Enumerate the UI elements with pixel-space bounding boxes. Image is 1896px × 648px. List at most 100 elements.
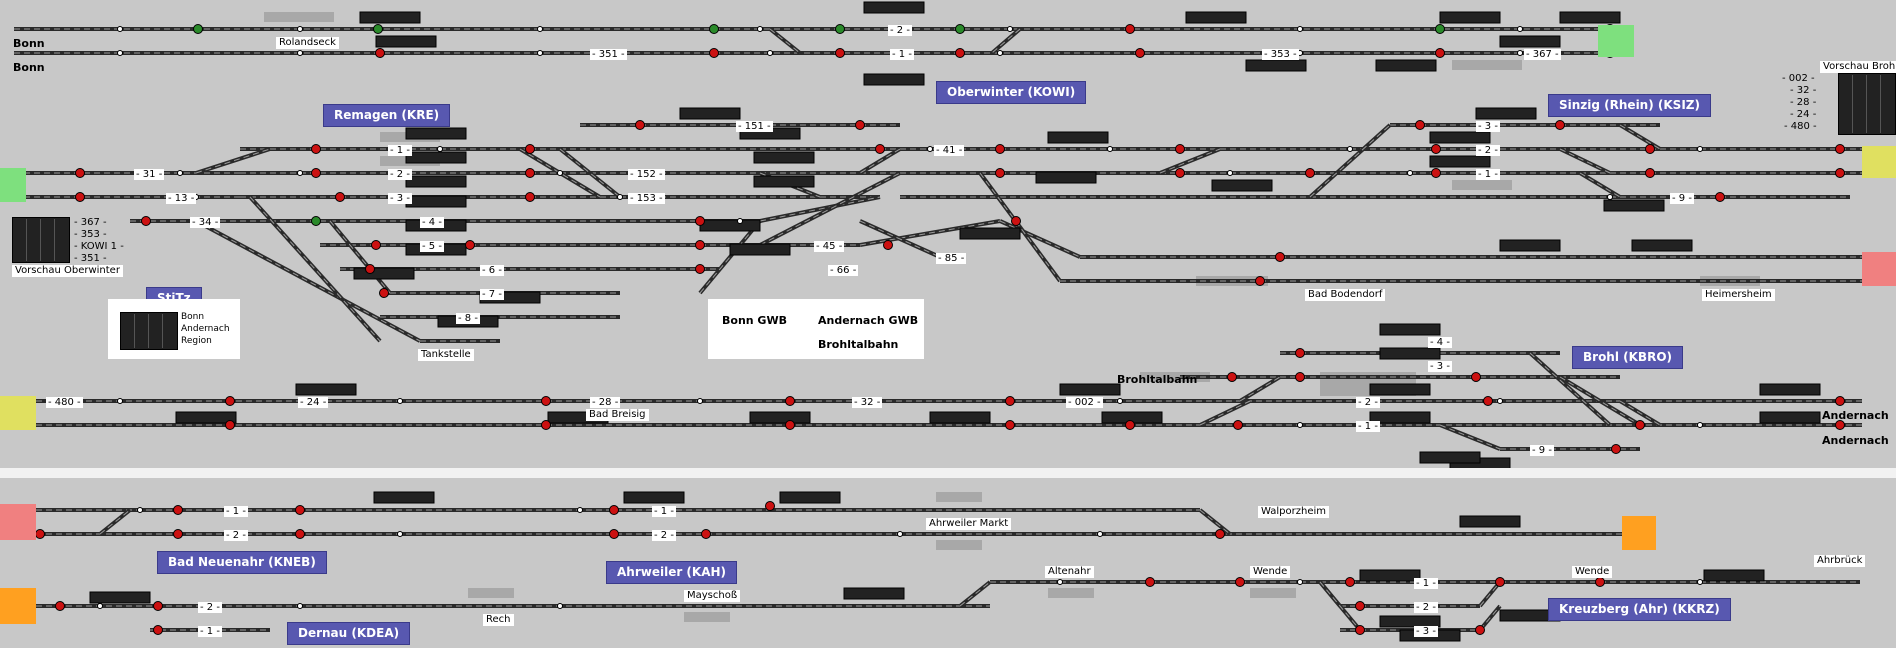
line-end-heimersheim[interactable] [1862,252,1896,286]
switch-point-icon[interactable] [117,398,123,404]
switch-point-icon[interactable] [1297,26,1303,32]
station-dernau[interactable]: Dernau (KDEA) [287,622,411,645]
signal-icon[interactable] [1135,48,1145,58]
switch-point-icon[interactable] [1097,531,1103,537]
signal-icon[interactable] [695,240,705,250]
signal-icon[interactable] [541,420,551,430]
signal-icon[interactable] [1355,625,1365,635]
signal-icon[interactable] [695,264,705,274]
line-end-dernau-west[interactable] [0,588,36,624]
signal-icon[interactable] [225,396,235,406]
switch-point-icon[interactable] [557,170,563,176]
signal-icon[interactable] [883,240,893,250]
signal-icon[interactable] [1275,252,1285,262]
station-oberwinter[interactable]: Oberwinter (KOWI) [936,81,1087,104]
signal-icon[interactable] [311,216,321,226]
line-end-sinzig-east[interactable] [1862,146,1896,178]
signal-icon[interactable] [1483,396,1493,406]
signal-icon[interactable] [311,144,321,154]
station-sinzig[interactable]: Sinzig (Rhein) (KSIZ) [1548,94,1711,117]
signal-icon[interactable] [525,144,535,154]
switch-point-icon[interactable] [737,218,743,224]
signal-icon[interactable] [1835,144,1845,154]
signal-icon[interactable] [75,168,85,178]
signal-icon[interactable] [1835,396,1845,406]
switch-point-icon[interactable] [437,146,443,152]
switch-point-icon[interactable] [397,398,403,404]
switch-point-icon[interactable] [1297,422,1303,428]
signal-icon[interactable] [1215,529,1225,539]
switch-point-icon[interactable] [1107,146,1113,152]
signal-icon[interactable] [1435,24,1445,34]
line-end-ahr-west[interactable] [0,504,36,540]
signal-icon[interactable] [295,529,305,539]
signal-icon[interactable] [609,505,619,515]
signal-icon[interactable] [835,24,845,34]
line-end-walporzheim[interactable] [1622,516,1656,550]
switch-point-icon[interactable] [927,146,933,152]
signal-icon[interactable] [995,144,1005,154]
line-end-brohl-west[interactable] [0,396,36,430]
switch-point-icon[interactable] [997,50,1003,56]
switch-point-icon[interactable] [297,170,303,176]
signal-icon[interactable] [153,601,163,611]
switch-point-icon[interactable] [557,603,563,609]
signal-icon[interactable] [1835,168,1845,178]
switch-point-icon[interactable] [1607,194,1613,200]
switch-point-icon[interactable] [1347,146,1353,152]
signal-icon[interactable] [153,625,163,635]
signal-icon[interactable] [525,168,535,178]
switch-point-icon[interactable] [617,194,623,200]
signal-icon[interactable] [955,24,965,34]
station-brohl[interactable]: Brohl (KBRO) [1572,346,1683,369]
signal-icon[interactable] [55,601,65,611]
switch-point-icon[interactable] [1227,170,1233,176]
signal-icon[interactable] [525,192,535,202]
switch-point-icon[interactable] [117,50,123,56]
signal-icon[interactable] [173,529,183,539]
switch-point-icon[interactable] [1497,398,1503,404]
signal-icon[interactable] [1233,420,1243,430]
line-end-oberwinter[interactable] [0,168,26,202]
signal-icon[interactable] [141,216,151,226]
signal-icon[interactable] [1635,420,1645,430]
signal-icon[interactable] [1471,372,1481,382]
signal-icon[interactable] [1175,168,1185,178]
signal-icon[interactable] [1235,577,1245,587]
switch-point-icon[interactable] [1697,422,1703,428]
signal-icon[interactable] [173,505,183,515]
signal-icon[interactable] [1175,144,1185,154]
signal-icon[interactable] [1295,372,1305,382]
switch-point-icon[interactable] [397,531,403,537]
signal-icon[interactable] [375,48,385,58]
switch-point-icon[interactable] [537,50,543,56]
signal-icon[interactable] [785,396,795,406]
signal-icon[interactable] [1435,48,1445,58]
signal-icon[interactable] [855,120,865,130]
signal-icon[interactable] [765,501,775,511]
signal-icon[interactable] [1227,372,1237,382]
switch-point-icon[interactable] [1057,579,1063,585]
signal-icon[interactable] [335,192,345,202]
signal-icon[interactable] [1645,168,1655,178]
switch-point-icon[interactable] [1697,146,1703,152]
switch-point-icon[interactable] [177,170,183,176]
station-bad-neuenahr[interactable]: Bad Neuenahr (KNEB) [157,551,327,574]
signal-icon[interactable] [1431,168,1441,178]
station-ahrweiler[interactable]: Ahrweiler (KAH) [606,561,738,584]
signal-icon[interactable] [785,420,795,430]
signal-icon[interactable] [541,396,551,406]
signal-icon[interactable] [379,288,389,298]
signal-icon[interactable] [955,48,965,58]
signal-icon[interactable] [1305,168,1315,178]
signal-icon[interactable] [295,505,305,515]
signal-icon[interactable] [311,168,321,178]
signal-icon[interactable] [1125,420,1135,430]
station-kreuzberg[interactable]: Kreuzberg (Ahr) (KKRZ) [1548,598,1731,621]
signal-icon[interactable] [1595,577,1605,587]
switch-point-icon[interactable] [537,26,543,32]
signal-icon[interactable] [701,529,711,539]
switch-point-icon[interactable] [697,398,703,404]
signal-icon[interactable] [1295,348,1305,358]
switch-point-icon[interactable] [577,507,583,513]
